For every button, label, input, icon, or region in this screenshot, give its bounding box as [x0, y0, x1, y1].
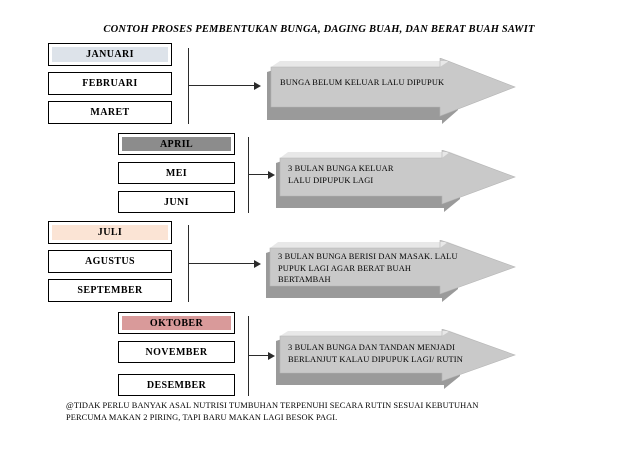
month-box-juni[interactable]: JUNI: [118, 191, 235, 213]
callout-text: 3 BULAN BUNGA BERISI DAN MASAK. LALU PUP…: [278, 252, 458, 284]
month-label: JUNI: [164, 196, 189, 208]
footnote-text: @TIDAK PERLU BANYAK ASAL NUTRISI TUMBUHA…: [66, 401, 479, 422]
month-label: DESEMBER: [146, 379, 207, 391]
connector-arrowhead-4: [268, 351, 275, 360]
month-label: AGUSTUS: [84, 256, 136, 267]
month-box-oktober[interactable]: OKTOBER: [118, 312, 235, 334]
month-box-november[interactable]: NOVEMBER: [118, 341, 235, 363]
month-box-juli[interactable]: JULI: [48, 221, 172, 244]
month-box-februari[interactable]: FEBRUARI: [48, 72, 172, 95]
month-highlight-fill: [122, 137, 231, 151]
month-label: MARET: [90, 107, 130, 118]
month-label: APRIL: [159, 138, 194, 150]
page-title: CONTOH PROSES PEMBENTUKAN BUNGA, DAGING …: [103, 24, 535, 35]
callout-arrow-1: BUNGA BELUM KELUAR LALU DIPUPUK: [262, 58, 518, 124]
month-box-april[interactable]: APRIL: [118, 133, 235, 155]
month-label: MEI: [165, 167, 188, 179]
callout-text: 3 BULAN BUNGA DAN TANDAN MENJADI BERLANJ…: [288, 343, 463, 364]
block-arrow-shape: [276, 150, 516, 212]
month-box-agustus[interactable]: AGUSTUS: [48, 250, 172, 273]
callout-arrow-4: 3 BULAN BUNGA DAN TANDAN MENJADI BERLANJ…: [272, 329, 518, 389]
callout-arrow-3: 3 BULAN BUNGA BERISI DAN MASAK. LALU PUP…: [262, 240, 518, 302]
month-label: NOVEMBER: [145, 346, 208, 358]
connector-arrowhead-1: [254, 81, 261, 90]
block-arrow-shape: [276, 329, 516, 389]
connector-arrowhead-2: [268, 170, 275, 179]
connector-line-4: [248, 355, 270, 357]
month-label: JANUARI: [86, 49, 134, 60]
month-label: FEBRUARI: [82, 78, 138, 89]
month-box-januari[interactable]: JANUARI: [48, 43, 172, 66]
connector-line-3: [188, 263, 256, 265]
connector-arrowhead-3: [254, 259, 261, 268]
callout-text: 3 BULAN BUNGA KELUAR LALU DIPUPUK LAGI: [288, 164, 394, 185]
month-box-september[interactable]: SEPTEMBER: [48, 279, 172, 302]
month-highlight-fill: [52, 225, 168, 240]
month-box-mei[interactable]: MEI: [118, 162, 235, 184]
month-label: SEPTEMBER: [77, 285, 143, 296]
callout-arrow-2: 3 BULAN BUNGA KELUAR LALU DIPUPUK LAGI: [272, 150, 518, 212]
month-box-desember[interactable]: DESEMBER: [118, 374, 235, 396]
month-highlight-fill: [52, 47, 168, 62]
connector-line-1: [188, 85, 256, 87]
month-label: OKTOBER: [149, 317, 204, 329]
month-box-maret[interactable]: MARET: [48, 101, 172, 124]
month-label: JULI: [97, 227, 123, 238]
block-arrow-shape: [266, 240, 516, 302]
connector-line-2: [248, 174, 270, 176]
block-arrow-shape: [267, 58, 516, 124]
month-highlight-fill: [122, 316, 231, 330]
callout-text: BUNGA BELUM KELUAR LALU DIPUPUK: [280, 78, 445, 87]
